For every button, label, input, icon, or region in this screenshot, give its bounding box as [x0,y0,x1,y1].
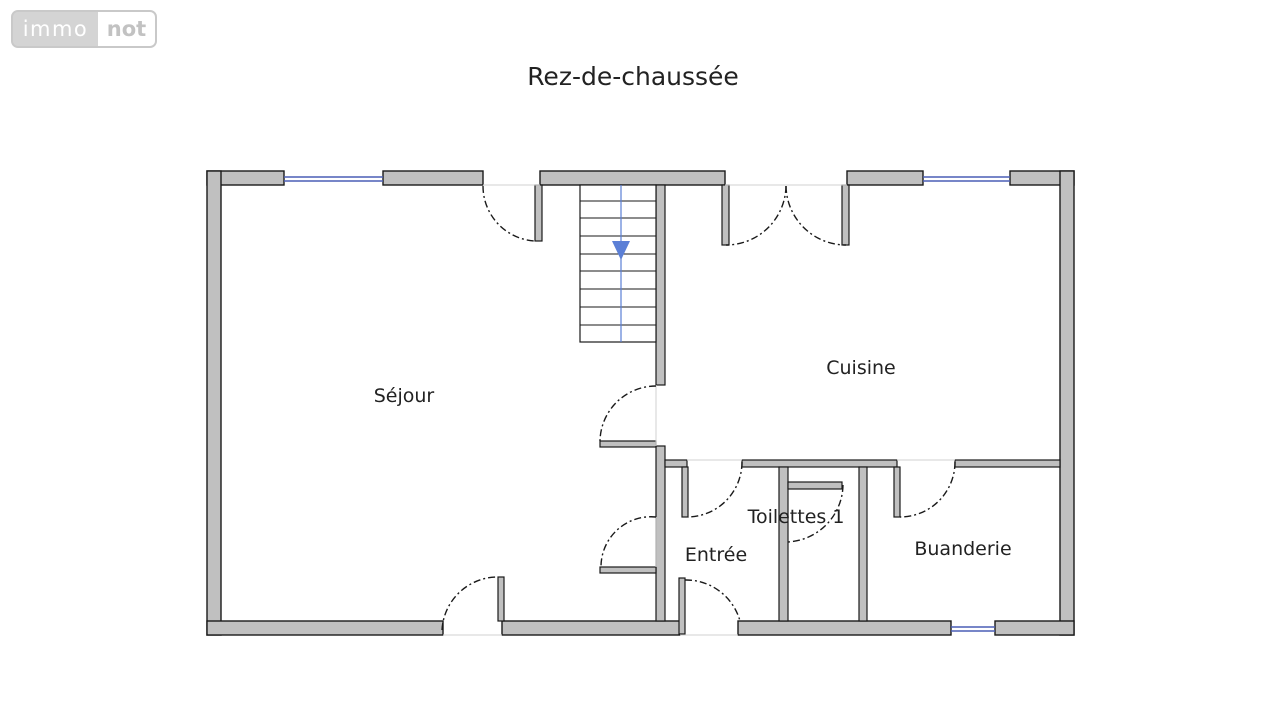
wall-bottom-4 [994,620,1075,636]
wall-top-3 [539,170,726,186]
door-swing-sejour-top [482,185,536,242]
wall-toilettes-buanderie [858,466,868,622]
room-label-toilettes: Toilettes 1 [747,506,845,528]
opening-lines [443,184,955,636]
floor-title: Rez-de-chaussée [527,62,739,91]
logo-part-immo: immo [13,12,98,46]
room-label-cuisine: Cuisine [826,357,896,379]
wall-bottom-1 [206,620,444,636]
door-swing-front-sejour [441,576,499,631]
wall-stub-front-door [497,576,505,622]
logo-part-not: not [98,12,155,46]
wall-stub-sejour-door [534,184,543,242]
windows [284,176,1010,632]
door-swing-buanderie [899,461,956,518]
wall-entree-toilettes [778,466,789,622]
wall-stub-cuisine-right [841,184,850,246]
wall-cuisine-buanderie [954,459,1061,468]
door-swing-toilettes [784,484,844,543]
room-label-entree: Entrée [685,544,747,566]
door-swing-sejour-cuisine [599,385,657,442]
wall-stub-entree-door [681,466,689,518]
stair-steps [580,200,656,326]
stair-outline [579,184,657,343]
door-swing-entree-front [684,579,741,622]
wall-stair-right [655,184,666,386]
interior-walls [497,184,1061,635]
wall-stub-door-upper [599,440,657,448]
door-swing-sejour-entree [600,516,657,568]
wall-left [206,170,222,636]
door-swing-cuisine-left [725,185,787,246]
wall-stub-cuisine-left [721,184,730,246]
room-label-sejour: Séjour [374,385,435,407]
wall-right [1059,170,1075,636]
wall-sejour-entree [655,445,666,622]
immonot-logo: immo not [11,10,157,48]
wall-top-4 [846,170,924,186]
wall-bottom-3 [737,620,952,636]
wall-cuisine-entree-2 [741,459,898,468]
door-swings [441,185,956,631]
door-swing-cuisine-right [785,185,847,246]
stair-arrow-icon [612,241,630,260]
wall-toilettes-inner [787,481,843,490]
wall-cuisine-entree-1 [664,459,688,468]
outer-walls [206,170,1075,636]
room-label-buanderie: Buanderie [914,538,1011,560]
door-swing-entree-cuisine [687,461,743,518]
staircase [579,184,657,343]
wall-stub-entree-bottom [678,577,686,635]
wall-stub-door-lower [599,566,657,574]
wall-top-2 [382,170,484,186]
wall-stub-buanderie-door [893,466,901,518]
wall-bottom-2 [501,620,681,636]
